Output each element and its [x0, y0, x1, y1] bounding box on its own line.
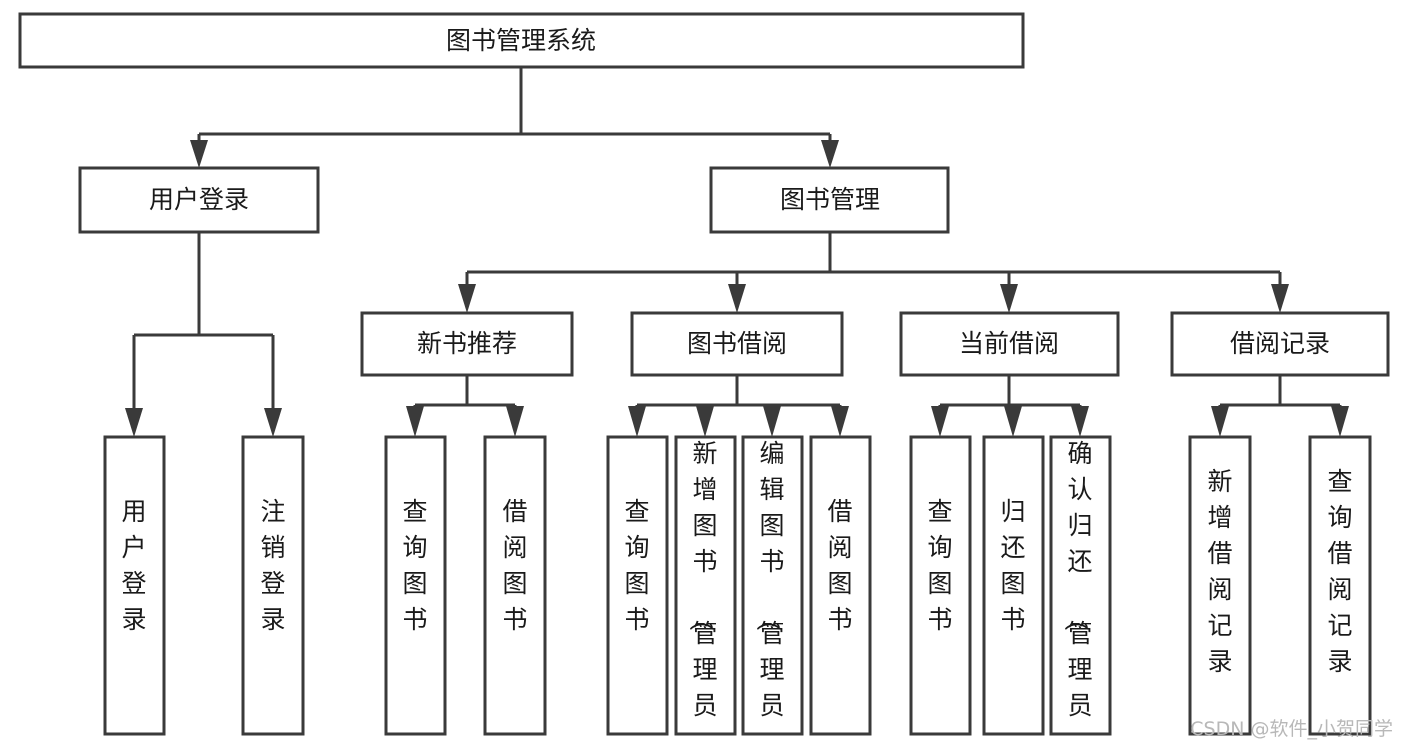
leaf-borrow-book-rec-label: 借阅图书: [502, 497, 527, 634]
leaf-query-book-rec-label: 查询图书: [402, 497, 427, 634]
node-root-system-box[interactable]: [18, 12, 1025, 69]
node-new-book-recommend-label: 新书推荐: [417, 329, 517, 358]
leaf-logout-label: 注销登录: [260, 497, 285, 634]
leaf-query-book-rec[interactable]: 查询图书: [384, 435, 447, 736]
arrow-head-leaf-edit-book: [763, 406, 781, 437]
arrow-head-leaf-return-book: [1004, 406, 1022, 437]
node-new-book-recommend-box[interactable]: [360, 311, 574, 377]
arrow-head-leaf-borrow-book-1: [506, 406, 524, 437]
arrow-head-leaf-add-book: [696, 406, 714, 437]
arrow-head-book-borrow: [728, 284, 746, 313]
arrow-head-leaf-logout: [264, 408, 282, 437]
arrow-head-leaf-query-book-3: [931, 406, 949, 437]
arrow-head-leaf-user-login: [125, 408, 143, 437]
node-user-login-label: 用户登录: [149, 185, 249, 214]
leaf-borrow-book-rec-box[interactable]: [483, 435, 547, 736]
leaf-query-book-rec-box[interactable]: [384, 435, 447, 736]
leaf-confirm-return[interactable]: 确认归还（管理员）: [1049, 435, 1112, 747]
node-borrow-record-box[interactable]: [1170, 311, 1390, 377]
arrow-head-leaf-query-record: [1331, 406, 1349, 437]
arrow-head-leaf-confirm-return: [1071, 406, 1089, 437]
arrow-head-current-borrow: [1000, 284, 1018, 313]
leaf-return-book-box[interactable]: [982, 435, 1045, 736]
arrow-head-leaf-query-book-1: [406, 406, 424, 437]
leaf-query-borrow-record-box[interactable]: [1308, 435, 1372, 736]
leaf-confirm-return-box[interactable]: [1049, 435, 1112, 736]
leaf-return-book[interactable]: 归还图书: [982, 435, 1045, 736]
leaf-query-borrow-record[interactable]: 查询借阅记录: [1308, 435, 1372, 736]
node-current-borrow-label: 当前借阅: [959, 329, 1059, 358]
leaf-add-book-label: 新增图书（管理员）: [686, 439, 717, 747]
leaf-query-book-borrow-label: 查询图书: [624, 497, 649, 634]
leaf-edit-book[interactable]: 编辑图书（管理员）: [741, 435, 804, 747]
node-root-system-label: 图书管理系统: [446, 26, 596, 55]
node-book-management-label: 图书管理: [780, 185, 880, 214]
leaf-user-login[interactable]: 用户登录: [103, 435, 166, 736]
node-current-borrow[interactable]: 当前借阅: [899, 311, 1120, 377]
leaf-add-borrow-record-box[interactable]: [1188, 435, 1252, 736]
leaf-return-book-label: 归还图书: [1000, 497, 1025, 634]
leaf-add-borrow-record[interactable]: 新增借阅记录: [1188, 435, 1252, 736]
node-current-borrow-box[interactable]: [899, 311, 1120, 377]
leaf-query-book-current-label: 查询图书: [927, 497, 952, 634]
node-book-management-box[interactable]: [709, 166, 950, 234]
node-user-login-box[interactable]: [78, 166, 320, 234]
leaf-query-book-borrow[interactable]: 查询图书: [606, 435, 669, 736]
leaf-edit-book-box[interactable]: [741, 435, 804, 736]
leaf-borrow-book-label: 借阅图书: [827, 497, 852, 634]
node-borrow-record-label: 借阅记录: [1230, 329, 1330, 358]
leaf-borrow-book-box[interactable]: [809, 435, 872, 736]
node-borrow-record[interactable]: 借阅记录: [1170, 311, 1390, 377]
leaf-logout[interactable]: 注销登录: [241, 435, 305, 736]
node-user-login[interactable]: 用户登录: [78, 166, 320, 234]
arrow-head-borrow-record: [1271, 284, 1289, 313]
node-book-borrow-box[interactable]: [630, 311, 844, 377]
leaf-add-borrow-record-label: 新增借阅记录: [1207, 467, 1232, 676]
node-new-book-recommend[interactable]: 新书推荐: [360, 311, 574, 377]
leaf-edit-book-label: 编辑图书（管理员）: [753, 439, 784, 747]
arrow-head-leaf-add-record: [1211, 406, 1229, 437]
leaf-user-login-box[interactable]: [103, 435, 166, 736]
leaf-query-borrow-record-label: 查询借阅记录: [1327, 467, 1352, 676]
arrow-head-book-mgmt: [821, 140, 839, 168]
leaf-add-book[interactable]: 新增图书（管理员）: [674, 435, 737, 747]
leaf-query-book-current-box[interactable]: [909, 435, 972, 736]
node-book-management[interactable]: 图书管理: [709, 166, 950, 234]
connector-layer: [125, 67, 1349, 437]
leaf-borrow-book-rec[interactable]: 借阅图书: [483, 435, 547, 736]
node-book-borrow[interactable]: 图书借阅: [630, 311, 844, 377]
arrow-head-new-book-rec: [458, 284, 476, 313]
leaf-logout-box[interactable]: [241, 435, 305, 736]
arrow-head-leaf-query-book-2: [628, 406, 646, 437]
arrow-head-user-login: [190, 140, 208, 168]
arrow-head-leaf-borrow-book-2: [831, 406, 849, 437]
leaf-add-book-box[interactable]: [674, 435, 737, 736]
leaf-borrow-book[interactable]: 借阅图书: [809, 435, 872, 736]
node-root-system[interactable]: 图书管理系统: [18, 12, 1025, 69]
leaf-query-book-current[interactable]: 查询图书: [909, 435, 972, 736]
leaf-user-login-label: 用户登录: [121, 497, 146, 634]
leaf-query-book-borrow-box[interactable]: [606, 435, 669, 736]
leaf-confirm-return-label: 确认归还（管理员）: [1061, 439, 1092, 747]
node-book-borrow-label: 图书借阅: [687, 329, 787, 358]
